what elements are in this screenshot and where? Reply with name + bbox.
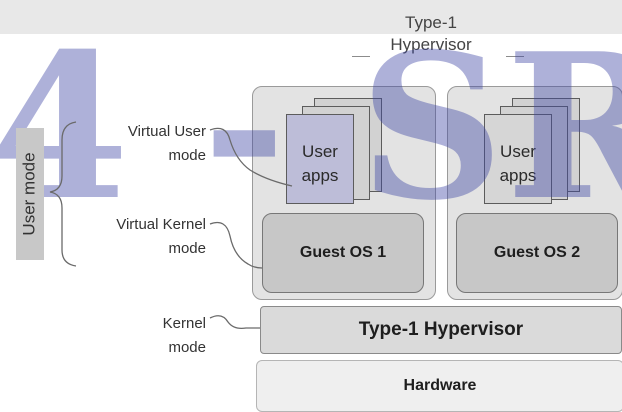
document-icon: [286, 114, 354, 204]
user-apps-line-2: apps: [301, 166, 339, 185]
user-apps-line-1: User: [302, 142, 338, 161]
virtual-kernel-mode-line-2: mode: [168, 240, 206, 257]
virtual-user-mode-label: Virtual User mode: [60, 120, 206, 168]
user-apps-label: User apps: [482, 140, 554, 188]
top-band: [0, 0, 622, 34]
vm-1-user-apps: User apps: [284, 98, 404, 206]
virtual-kernel-mode-label: Virtual Kernel mode: [60, 213, 206, 261]
kernel-connector: [209, 315, 260, 330]
hypervisor-layer: Type-1 Hypervisor: [260, 306, 622, 354]
document-icon: [484, 114, 552, 204]
user-apps-label: User apps: [284, 140, 356, 188]
user-mode-brace: [49, 121, 77, 267]
guest-os-1: Guest OS 1: [262, 213, 424, 293]
title-rule-left: [352, 56, 370, 57]
diagram-title: Type-1 Hypervisor: [356, 12, 506, 56]
watermark-text: 4 - SRU: [0, 10, 622, 245]
user-apps-line-1: User: [500, 142, 536, 161]
user-apps-line-2: apps: [499, 166, 537, 185]
title-line-2: Hypervisor: [390, 35, 472, 54]
virtual-kernel-mode-line-1: Virtual Kernel: [116, 216, 206, 233]
hardware-layer: Hardware: [256, 360, 622, 412]
virtual-user-mode-line-1: Virtual User: [127, 123, 206, 140]
user-mode-bar: [16, 128, 44, 260]
guest-os-2: Guest OS 2: [456, 213, 618, 293]
virtual-kernel-connector: [209, 221, 263, 269]
kernel-mode-line-1: Kernel: [162, 315, 206, 332]
kernel-mode-label: Kernel mode: [60, 312, 206, 360]
kernel-mode-line-2: mode: [168, 339, 206, 356]
title-rule-right: [506, 56, 524, 57]
virtual-user-mode-line-2: mode: [168, 147, 206, 164]
title-line-1: Type-1: [405, 13, 457, 32]
vm-2-user-apps: User apps: [482, 98, 602, 206]
virtual-user-connector: [209, 127, 293, 187]
